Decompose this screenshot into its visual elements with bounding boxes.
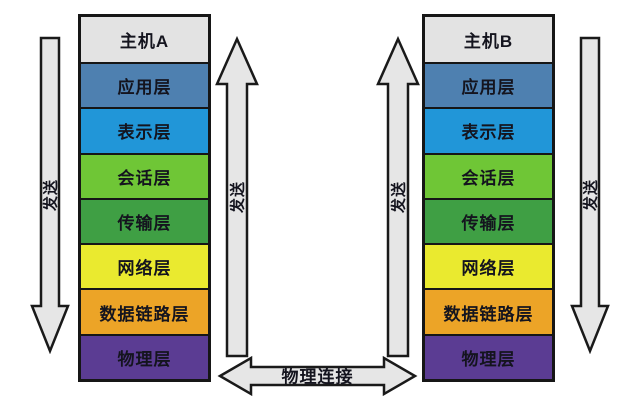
layer-6-cell: 数据链路层: [81, 288, 208, 334]
host-b-title: 主机B: [425, 17, 552, 62]
physical-link-arrow: 物理连接: [217, 354, 418, 398]
send-label-middle-right: 发送: [390, 180, 408, 214]
host-a-stack: 主机A 应用层表示层会话层传输层网络层数据链路层物理层: [78, 14, 211, 382]
layer-7-cell: 物理层: [425, 333, 552, 379]
up-arrow-icon: [215, 35, 259, 358]
layer-4-cell: 传输层: [81, 197, 208, 244]
host-b-stack: 主机B 应用层表示层会话层传输层网络层数据链路层物理层: [422, 14, 555, 382]
layer-5-cell: 网络层: [425, 243, 552, 289]
layer-1-cell: 应用层: [81, 62, 208, 108]
layer-3-cell: 会话层: [425, 152, 552, 198]
send-arrow-middle-left: 发送: [215, 35, 259, 358]
double-arrow-shape: [217, 355, 418, 397]
layer-3-cell: 会话层: [81, 152, 208, 198]
host-b-layers: 应用层表示层会话层传输层网络层数据链路层物理层: [425, 62, 552, 379]
layer-2-cell: 表示层: [81, 107, 208, 153]
layer-7-cell: 物理层: [81, 333, 208, 379]
physical-link-label: 物理连接: [281, 367, 354, 387]
up-arrow-shape: [215, 35, 259, 358]
down-arrow-icon: [30, 36, 70, 355]
down-arrow-icon: [570, 36, 610, 355]
up-arrow-shape: [376, 35, 420, 358]
send-arrow-left-outer: 发送: [30, 36, 70, 355]
host-a-title: 主机A: [81, 17, 208, 62]
send-label-left-outer: 发送: [42, 178, 60, 212]
up-arrow-icon: [376, 35, 420, 358]
down-arrow-shape: [30, 36, 70, 355]
double-arrow-icon: [217, 355, 418, 397]
send-arrow-right-outer: 发送: [570, 36, 610, 355]
layer-4-cell: 传输层: [425, 197, 552, 244]
layer-1-cell: 应用层: [425, 62, 552, 108]
layer-2-cell: 表示层: [425, 107, 552, 153]
host-a-layers: 应用层表示层会话层传输层网络层数据链路层物理层: [81, 62, 208, 379]
layer-5-cell: 网络层: [81, 243, 208, 289]
layer-6-cell: 数据链路层: [425, 288, 552, 334]
send-label-right-outer: 发送: [582, 178, 600, 212]
down-arrow-shape: [570, 36, 610, 355]
send-arrow-middle-right: 发送: [376, 35, 420, 358]
send-label-middle-left: 发送: [229, 180, 247, 214]
